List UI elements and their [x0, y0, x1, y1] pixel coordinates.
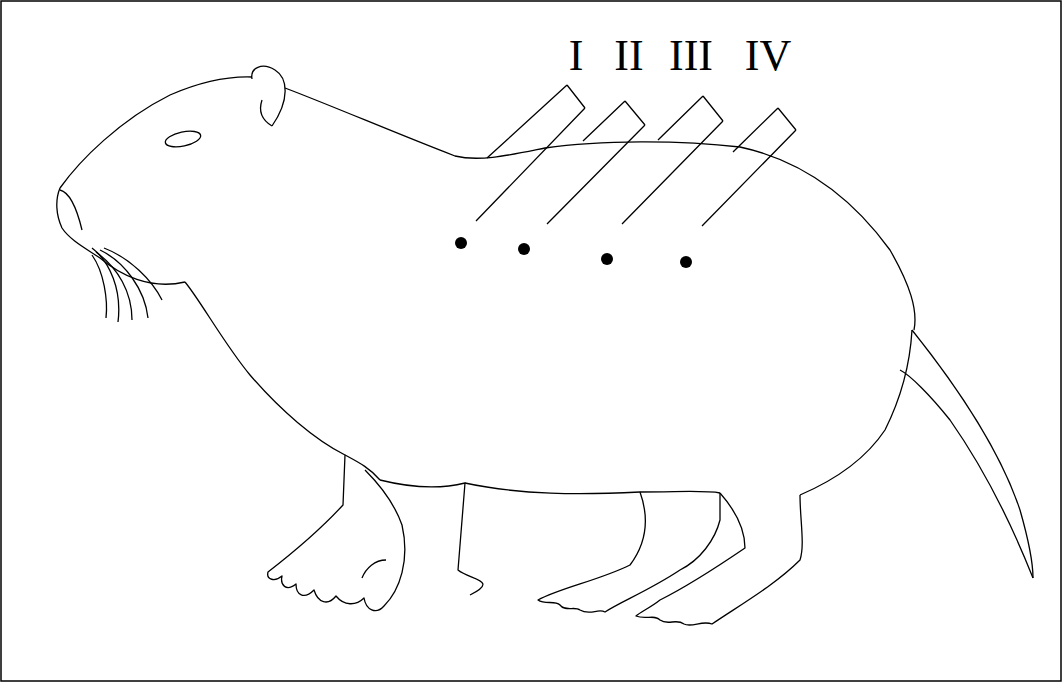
- position-numeral: III: [669, 34, 713, 78]
- position-numeral: IV: [745, 34, 791, 78]
- position-numeral: II: [614, 34, 643, 78]
- position-numeral: I: [569, 34, 584, 78]
